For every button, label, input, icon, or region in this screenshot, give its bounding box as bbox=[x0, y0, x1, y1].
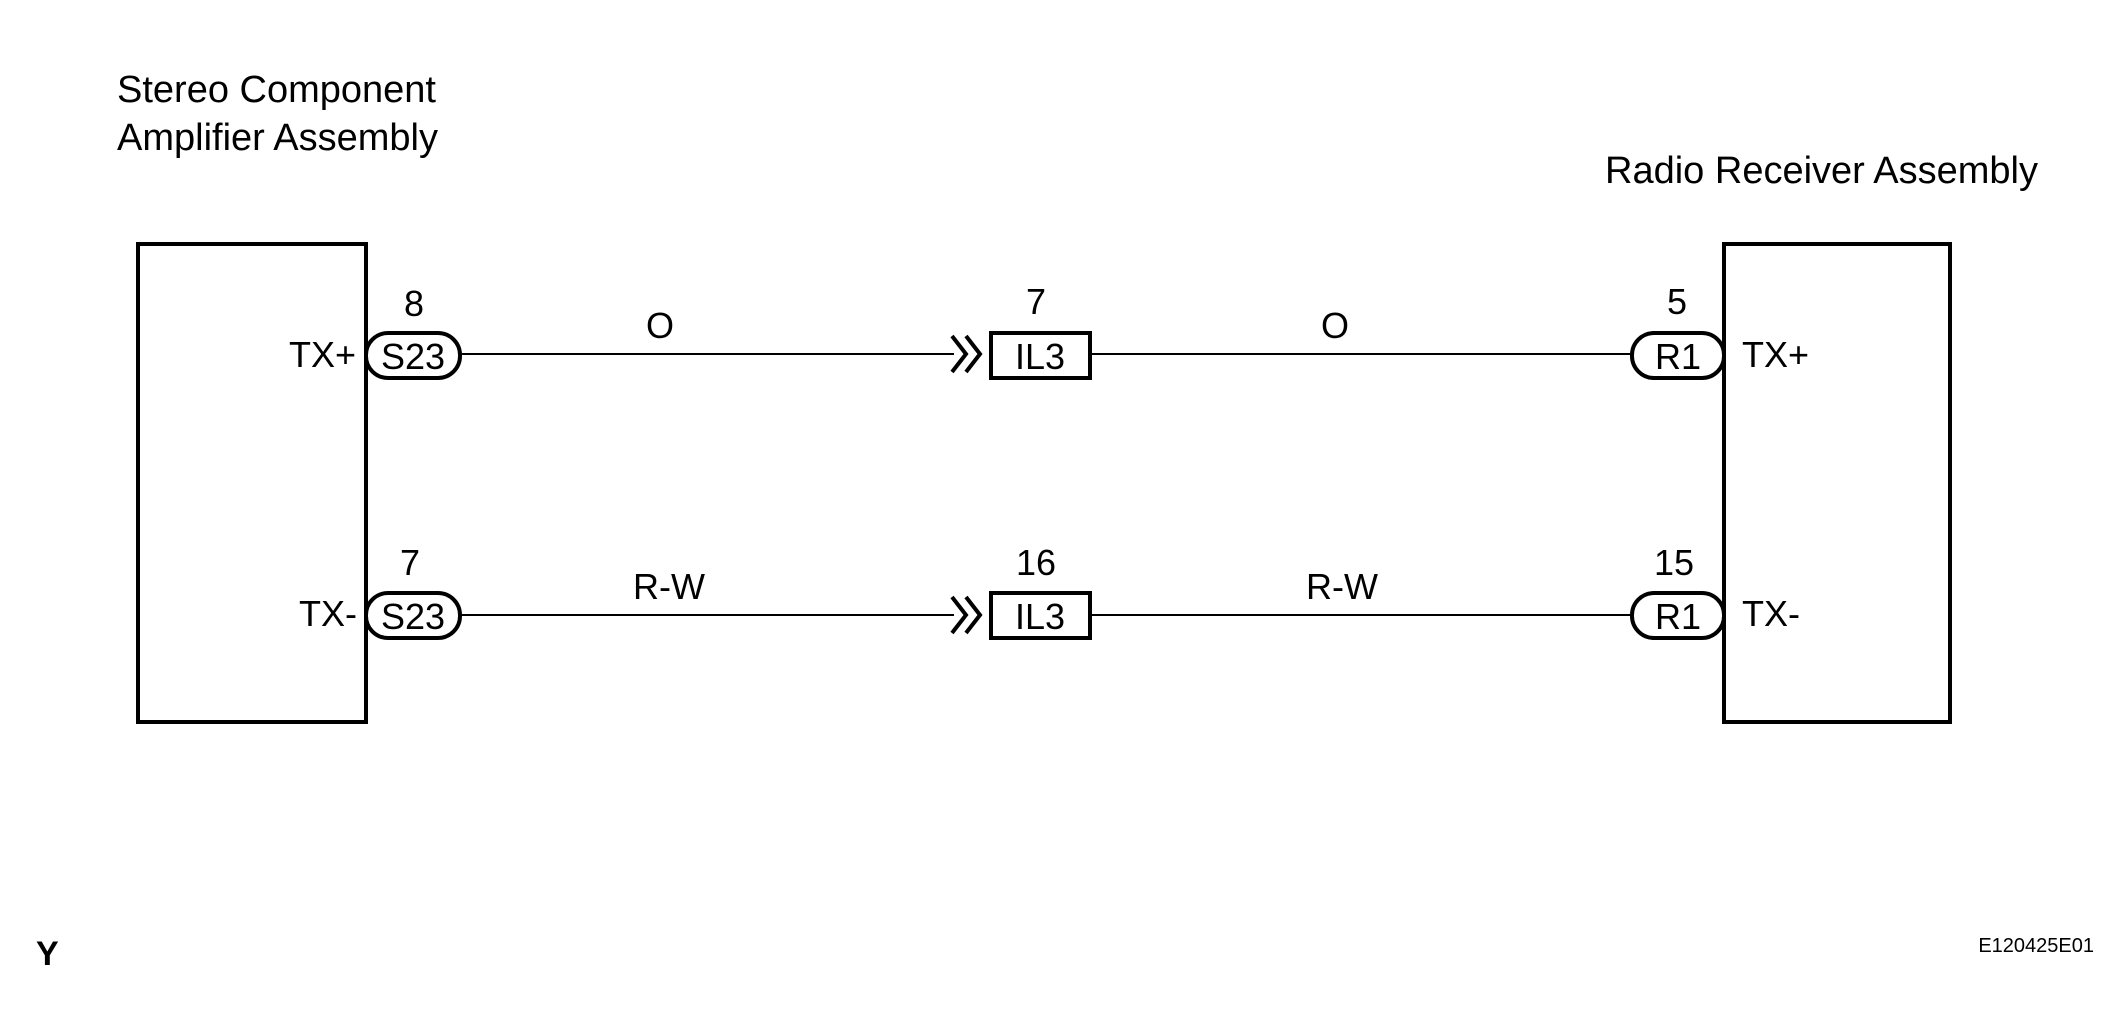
wire-color-label-left: R-W bbox=[633, 566, 705, 607]
connector-r1-label: R1 bbox=[1655, 336, 1701, 377]
figure-id: E120425E01 bbox=[1978, 935, 2094, 957]
connector-r1-pill bbox=[1630, 591, 1726, 640]
wire-color-label-left: O bbox=[646, 305, 674, 346]
connector-r1-pill bbox=[1630, 331, 1726, 380]
junction-pin-number: 16 bbox=[1016, 542, 1056, 583]
junction-chevron-icon bbox=[950, 334, 983, 374]
signal-label-left: TX- bbox=[299, 593, 357, 634]
right-component-title: Radio Receiver Assembly bbox=[1605, 150, 2038, 192]
pin-number-left: 7 bbox=[400, 542, 420, 583]
stereo-amplifier-box bbox=[136, 242, 368, 724]
connector-s23-label: S23 bbox=[381, 336, 445, 377]
circuit-tx-minus: TX- 7 S23 R-W 16 IL3 R-W 15 R1 TX- bbox=[299, 542, 1800, 640]
connector-s23-pill bbox=[364, 591, 462, 640]
corner-marker: Y bbox=[36, 935, 59, 973]
signal-label-right: TX+ bbox=[1742, 334, 1809, 375]
connector-il3-label: IL3 bbox=[1015, 596, 1065, 637]
connector-r1-label: R1 bbox=[1655, 596, 1701, 637]
circuit-tx-plus: TX+ 8 S23 O 7 IL3 O 5 R1 TX+ bbox=[289, 281, 1809, 380]
pin-number-left: 8 bbox=[404, 283, 424, 324]
connector-s23-pill bbox=[364, 331, 462, 380]
left-component-title-line2: Amplifier Assembly bbox=[117, 117, 438, 159]
wire-color-label-right: R-W bbox=[1306, 566, 1378, 607]
pin-number-right: 15 bbox=[1654, 542, 1694, 583]
radio-receiver-box bbox=[1722, 242, 1952, 724]
signal-label-left: TX+ bbox=[289, 334, 356, 375]
junction-chevron-icon bbox=[950, 595, 983, 635]
connector-il3-box bbox=[989, 331, 1092, 380]
junction-pin-number: 7 bbox=[1026, 281, 1046, 322]
connector-il3-label: IL3 bbox=[1015, 336, 1065, 377]
left-component-title-line1: Stereo Component bbox=[117, 69, 436, 111]
connector-s23-label: S23 bbox=[381, 596, 445, 637]
pin-number-right: 5 bbox=[1667, 281, 1687, 322]
signal-label-right: TX- bbox=[1742, 593, 1800, 634]
connector-il3-box bbox=[989, 591, 1092, 640]
wire-color-label-right: O bbox=[1321, 305, 1349, 346]
